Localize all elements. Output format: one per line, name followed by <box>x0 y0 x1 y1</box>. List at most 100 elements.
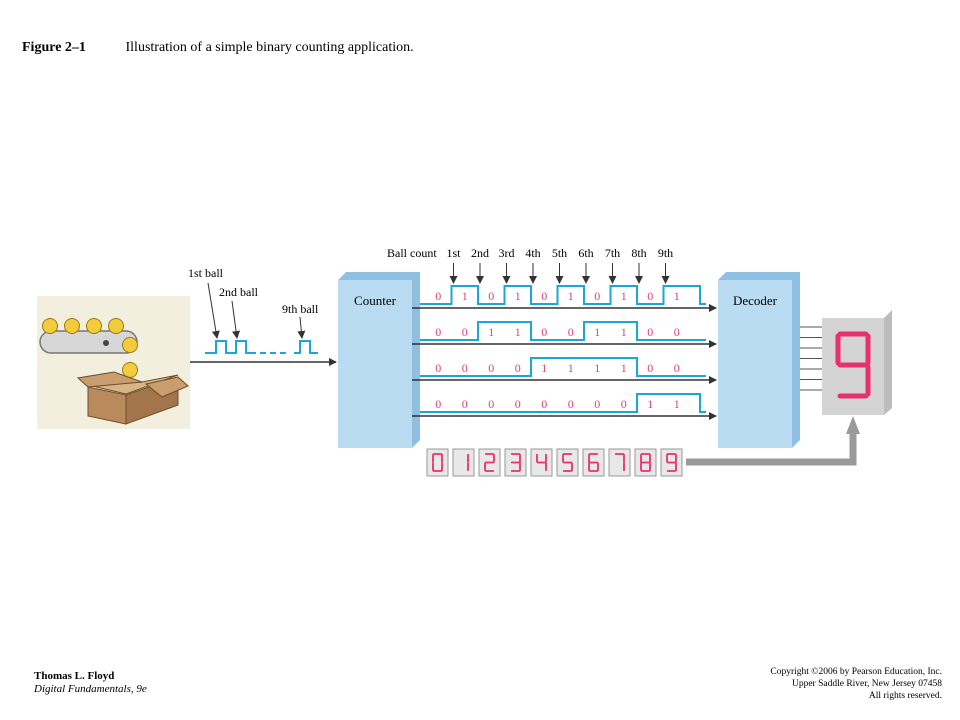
bit-value: 0 <box>435 361 441 375</box>
balls <box>42 318 138 378</box>
bit-value: 0 <box>515 397 521 411</box>
bit-value: 0 <box>488 361 494 375</box>
figure-caption: Figure 2–1 Illustration of a simple bina… <box>22 40 414 56</box>
bit-value: 0 <box>541 397 547 411</box>
digit-cell <box>556 448 579 477</box>
pulse-waveform-9th <box>294 340 318 354</box>
bit-value: 0 <box>462 325 468 339</box>
counter-label: Counter <box>354 293 397 308</box>
bit-value: 0 <box>515 361 521 375</box>
count-label: 2nd <box>471 246 489 260</box>
bit-value: 0 <box>621 397 627 411</box>
count-label: 1st <box>446 246 461 260</box>
bit-value: 0 <box>674 361 680 375</box>
decoder-label: Decoder <box>733 293 778 308</box>
bit-value: 0 <box>541 325 547 339</box>
counter-block: Counter <box>338 272 420 448</box>
bit-waveform <box>420 285 706 305</box>
conveyor-panel <box>37 296 190 429</box>
bit-value: 0 <box>594 397 600 411</box>
footer-copyright: Copyright ©2006 by Pearson Education, In… <box>770 666 942 702</box>
digit-strip <box>426 448 683 477</box>
bit-waveform <box>420 321 706 341</box>
digit-cell <box>634 448 657 477</box>
author-name: Thomas L. Floyd <box>34 670 115 682</box>
bit-value: 0 <box>674 325 680 339</box>
bit-value: 1 <box>541 361 547 375</box>
label-1st-ball: 1st ball <box>188 266 224 280</box>
bit-value: 1 <box>462 289 468 303</box>
digit-cell <box>660 448 683 477</box>
bit-value: 1 <box>568 289 574 303</box>
digit-cell <box>504 448 527 477</box>
count-label: 7th <box>605 246 620 260</box>
figure-title: Illustration of a simple binary counting… <box>125 40 414 55</box>
bit-value: 1 <box>647 397 653 411</box>
pointer-9th-ball <box>297 316 306 339</box>
feedback-arrow <box>686 416 860 466</box>
bit-value: 0 <box>488 397 494 411</box>
display-digit <box>835 331 871 399</box>
label-9th-ball: 9th ball <box>282 302 319 316</box>
count-label: 6th <box>578 246 593 260</box>
copyright-line: Copyright ©2006 by Pearson Education, In… <box>770 667 942 677</box>
bit-value: 0 <box>488 289 494 303</box>
bit-value: 0 <box>541 289 547 303</box>
conveyor-belt <box>39 330 138 354</box>
digit-cell <box>530 448 553 477</box>
cardboard-box <box>76 371 189 425</box>
ball <box>108 318 124 334</box>
count-label: 4th <box>525 246 540 260</box>
bit-value: 0 <box>647 361 653 375</box>
bit-value: 1 <box>568 361 574 375</box>
digit-cell <box>582 448 605 477</box>
bit-value: 1 <box>621 361 627 375</box>
digit-cell <box>452 448 475 477</box>
copyright-line: Upper Saddle River, New Jersey 07458 <box>791 679 942 689</box>
decoder-block: Decoder <box>718 272 800 448</box>
bit-value: 1 <box>515 325 521 339</box>
label-2nd-ball: 2nd ball <box>219 285 259 299</box>
bit-value: 1 <box>621 325 627 339</box>
ball <box>122 362 138 378</box>
copyright-line: All rights reserved. <box>868 691 942 701</box>
bit-value: 0 <box>568 325 574 339</box>
bit-value: 1 <box>515 289 521 303</box>
pulse-waveform <box>205 340 256 354</box>
pointer-2nd-ball <box>231 300 241 339</box>
bit-value: 1 <box>674 289 680 303</box>
count-label: 3rd <box>499 246 515 260</box>
bit-waveform <box>420 357 706 377</box>
footer-author: Thomas L. Floyd Digital Fundamentals, 9e <box>34 670 147 696</box>
bit-value: 1 <box>594 325 600 339</box>
seven-segment-display <box>822 310 892 415</box>
bit-value: 0 <box>435 289 441 303</box>
bit-value: 1 <box>621 289 627 303</box>
bit-value: 0 <box>435 325 441 339</box>
pointer-1st-ball <box>207 282 220 339</box>
bit-value: 0 <box>435 397 441 411</box>
bit-value: 0 <box>568 397 574 411</box>
bit-value: 1 <box>674 397 680 411</box>
decoder-outputs <box>800 326 822 391</box>
count-label: 9th <box>658 246 673 260</box>
ball <box>122 337 138 353</box>
bit-waveform <box>420 393 706 413</box>
ball-pulse-signal: 1st ball 2nd ball 9th ball <box>188 266 337 366</box>
bit-value: 0 <box>462 361 468 375</box>
ball-count-label: Ball count <box>387 246 437 260</box>
count-label: 8th <box>631 246 646 260</box>
figure-number: Figure 2–1 <box>22 40 86 55</box>
ball <box>86 318 102 334</box>
book-title: Digital Fundamentals, 9e <box>34 683 147 695</box>
digit-cell <box>608 448 631 477</box>
digit-cell <box>426 448 449 477</box>
bit-value: 1 <box>594 361 600 375</box>
bit-value: 0 <box>647 325 653 339</box>
bit-value: 0 <box>462 397 468 411</box>
ball <box>42 318 58 334</box>
